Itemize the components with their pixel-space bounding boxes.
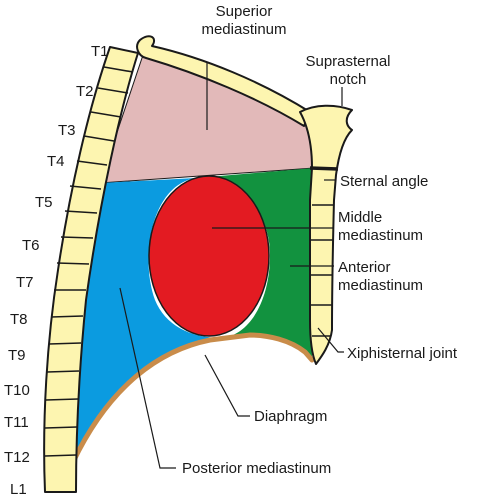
anterior-mediastinum-label-1: Anterior [338, 259, 391, 276]
vertebra-label: T12 [4, 449, 30, 466]
leader-lines [119, 62, 344, 469]
sternal-segment-dividers [311, 204, 334, 337]
superior-mediastinum-label-1: Superior [216, 3, 273, 20]
middle-mediastinum-region [148, 175, 270, 337]
vertebra-label: T7 [16, 274, 34, 291]
middle-mediastinum-label-1: Middle [338, 209, 382, 226]
diaphragm-label: Diaphragm [254, 408, 327, 425]
posterior-mediastinum-region [72, 178, 222, 462]
sternal-angle-label: Sternal angle [340, 173, 428, 190]
suprasternal-notch-label-1: Suprasternal [305, 53, 390, 70]
diaphragm-curve [70, 332, 315, 465]
superior-mediastinum-label-2: mediastinum [201, 21, 286, 38]
vertebra-dividers [44, 66, 134, 457]
vertebra-label: L1 [10, 481, 27, 498]
vertebra-label: T8 [10, 311, 28, 328]
sternal-angle-line [309, 166, 339, 171]
vertebra-label: T2 [76, 83, 94, 100]
vertebra-label: T6 [22, 237, 40, 254]
middle-mediastinum-label-2: mediastinum [338, 227, 423, 244]
posterior-mediastinum-label: Posterior mediastinum [182, 460, 331, 477]
suprasternal-notch-label-2: notch [330, 71, 367, 88]
xiphisternal-joint-label: Xiphisternal joint [347, 345, 458, 362]
vertebra-label: T4 [47, 153, 65, 170]
vertebra-label: T1 [91, 43, 109, 60]
vertebra-label: T9 [8, 347, 26, 364]
vertebra-label: T10 [4, 382, 30, 399]
vertebra-label: T3 [58, 122, 76, 139]
anterior-mediastinum-region [196, 168, 314, 360]
sternum [299, 104, 353, 365]
anterior-mediastinum-label-2: mediastinum [338, 277, 423, 294]
vertebral-column [43, 46, 139, 493]
vertebra-labels: T1 T2 T3 T4 T5 T6 T7 T8 T9 T10 T11 T12 L… [4, 43, 109, 498]
vertebra-label: T5 [35, 194, 53, 211]
vertebra-label: T11 [4, 414, 29, 431]
